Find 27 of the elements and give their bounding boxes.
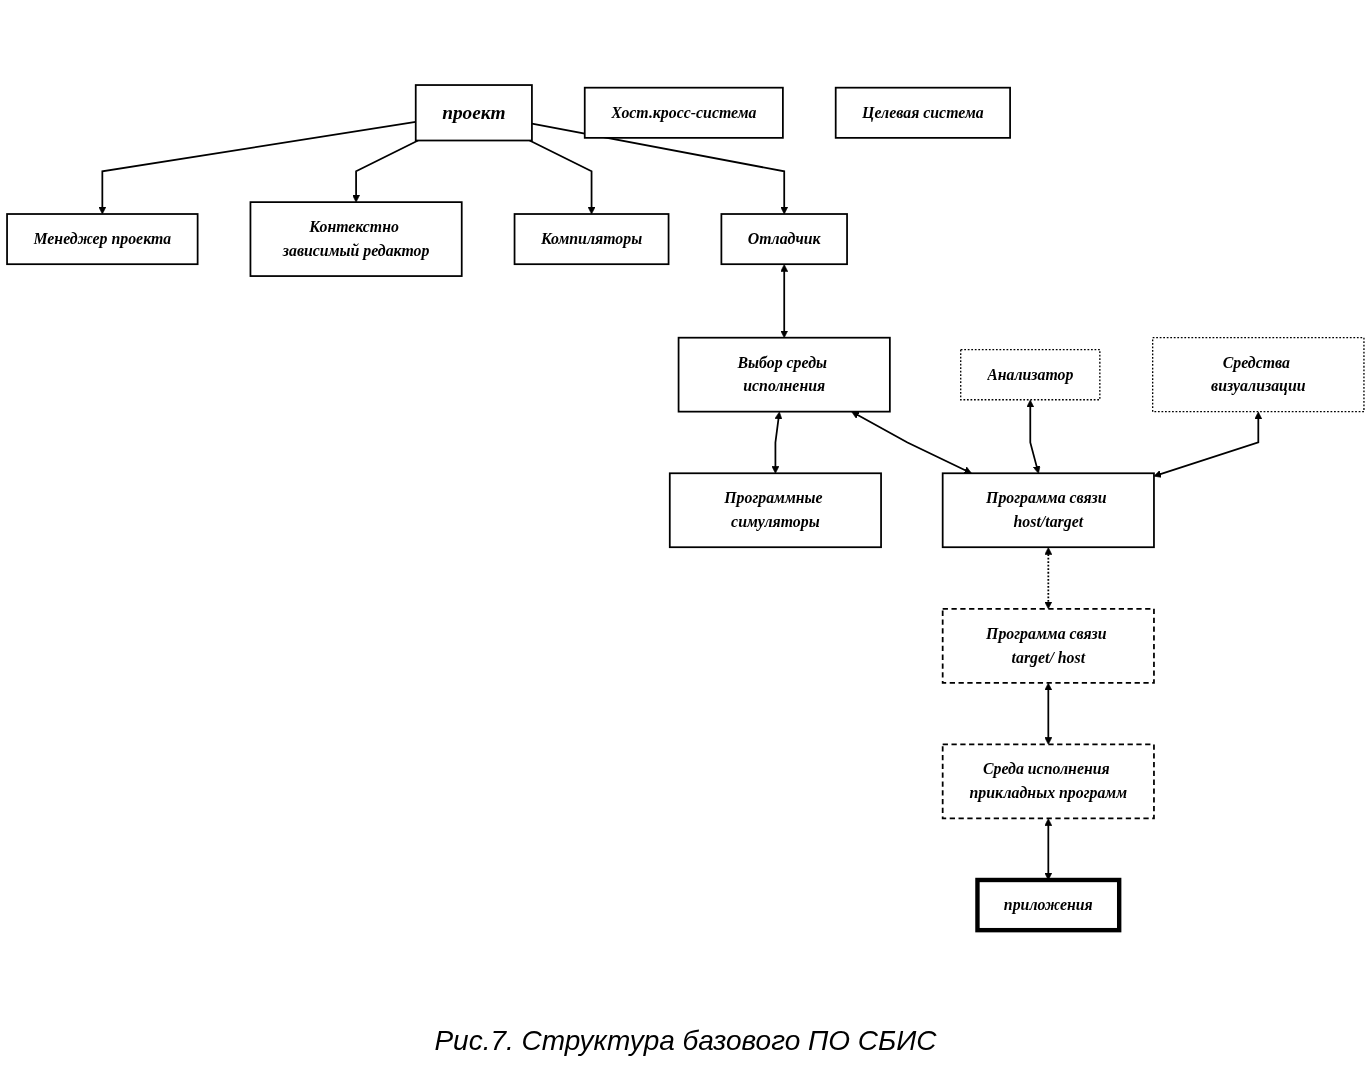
arrow — [98, 120, 417, 215]
arrow — [1026, 399, 1041, 474]
node-box: Средства визуализации — [1152, 336, 1365, 413]
node-box: Контекстно зависимый редактор — [249, 201, 463, 277]
node-box: Анализатор — [960, 348, 1101, 401]
figure-caption: Рис.7. Структура базового ПО СБИС — [434, 1025, 937, 1057]
node-box: Программные симуляторы — [668, 472, 882, 548]
arrow — [531, 122, 789, 215]
node-box: Отладчик — [720, 213, 848, 265]
arrow — [771, 411, 783, 474]
node-box: Выбор среды исполнения — [677, 336, 891, 413]
arrow — [528, 139, 596, 215]
node-box: Хост.кросс-система — [583, 86, 784, 139]
arrow — [1044, 547, 1053, 610]
arrow — [1044, 682, 1053, 745]
node-box: Программа связи target/ host — [941, 607, 1155, 684]
node-box: Программа связи host/target — [941, 472, 1155, 548]
node-box: Среда исполнения прикладных программ — [941, 743, 1155, 820]
arrow — [1153, 411, 1263, 478]
node-box: Целевая система — [834, 86, 1011, 139]
node-box: Менеджер проекта — [6, 213, 199, 265]
node-box: проект — [414, 84, 533, 142]
arrow — [780, 264, 789, 338]
arrow — [851, 411, 972, 474]
node-box: Компиляторы — [513, 213, 670, 265]
arrow — [352, 139, 419, 203]
node-box: приложения — [975, 877, 1122, 933]
